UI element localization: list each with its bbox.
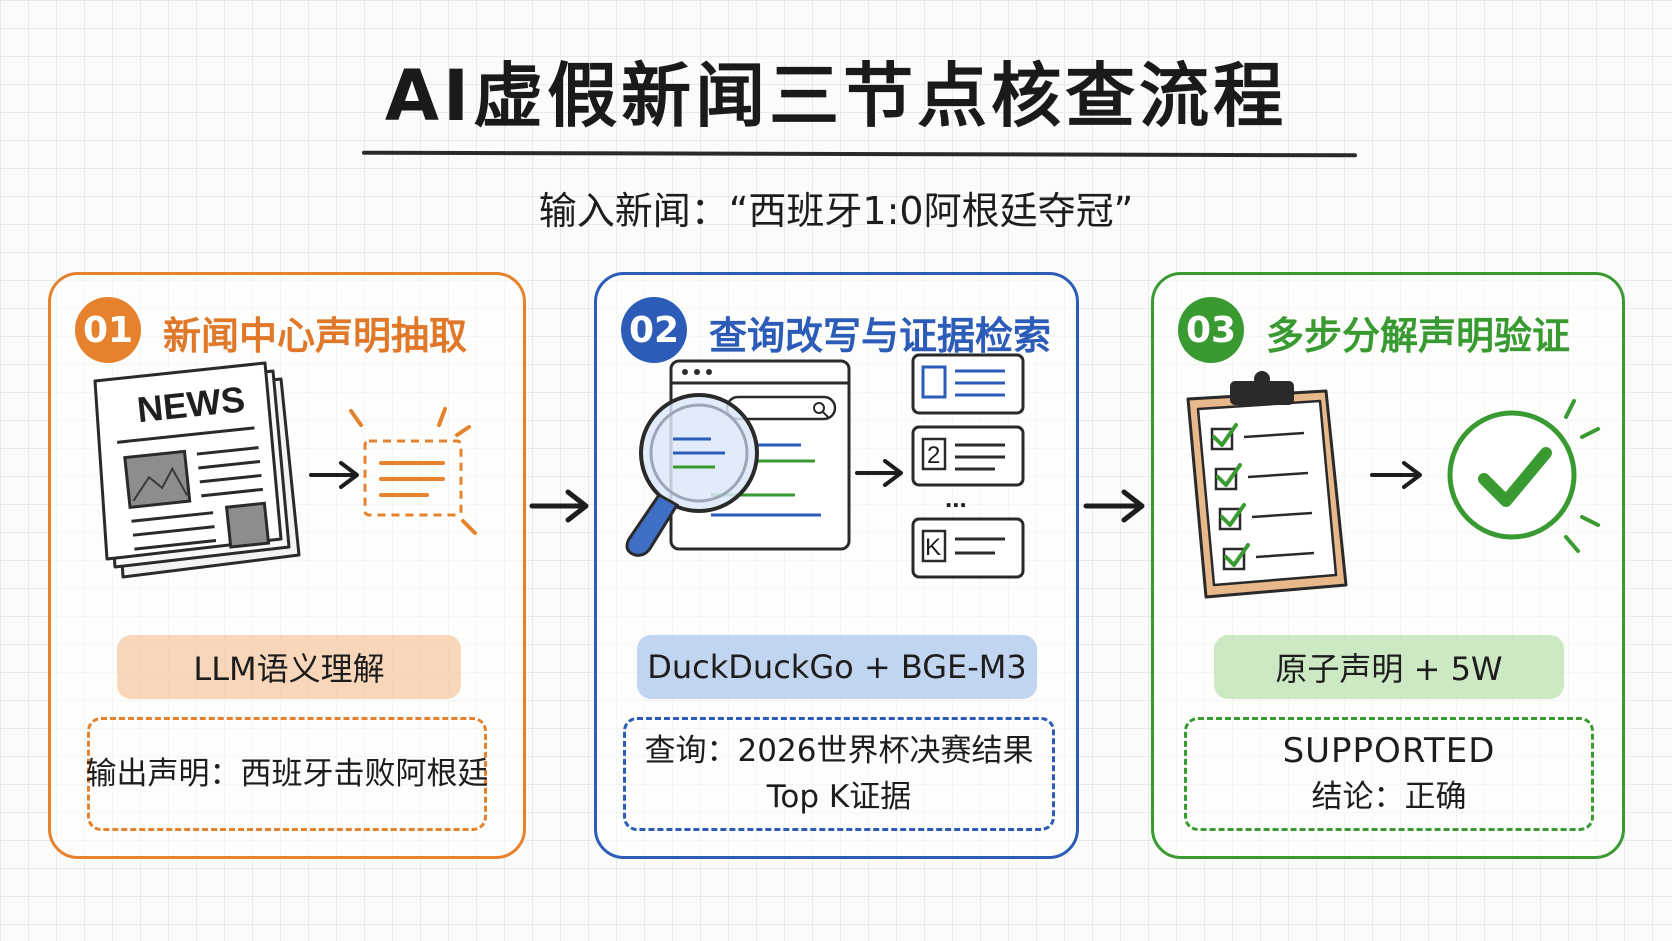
method-label: LLM语义理解 — [117, 635, 461, 699]
output-line: 查询：2026世界杯决赛结果 — [644, 733, 1034, 769]
output-box: SUPPORTED 结论：正确 — [1184, 717, 1594, 831]
arrow-right-icon — [309, 461, 359, 489]
input-news: 输入新闻：“西班牙1:0阿根廷夺冠” — [538, 189, 1134, 233]
method-label: DuckDuckGo + BGE-M3 — [637, 635, 1037, 699]
arrow-connector-icon — [529, 489, 589, 523]
step-title: 新闻中心声明抽取 — [163, 314, 468, 358]
output-box: 输出声明：西班牙击败阿根廷 — [85, 717, 489, 831]
extracted-claim-icon — [349, 407, 477, 535]
newspaper-icon: NEWS — [93, 361, 301, 579]
arrow-connector-icon — [1083, 489, 1145, 523]
step-panel-retrieval: 02 查询改写与证据检索 2 ... — [594, 272, 1079, 859]
doc-label: 2 — [927, 442, 940, 469]
step-title: 多步分解声明验证 — [1266, 314, 1571, 358]
output-line: 输出声明：西班牙击败阿根廷 — [85, 756, 489, 792]
step-number: 03 — [1178, 297, 1244, 363]
magnifier-browser-icon — [625, 359, 851, 557]
doc-ellipsis: ... — [945, 483, 967, 513]
step-number: 02 — [621, 297, 687, 363]
verdict-label: SUPPORTED — [1282, 731, 1496, 771]
page-title: AI虚假新闻三节点核查流程 — [384, 55, 1288, 137]
doc-label: K — [925, 534, 941, 561]
clipboard-checklist-icon — [1186, 371, 1348, 599]
evidence-documents-icon: 2 ... K — [911, 353, 1025, 579]
title-underline — [361, 150, 1358, 158]
arrow-right-icon — [855, 459, 903, 487]
arrow-right-icon — [1370, 461, 1422, 489]
output-line: 结论：正确 — [1311, 779, 1467, 815]
step-number: 01 — [75, 297, 141, 363]
step-panel-extraction: 01 新闻中心声明抽取 NEWS — [48, 272, 526, 859]
method-label: 原子声明 + 5W — [1214, 635, 1564, 699]
output-line: Top K证据 — [766, 779, 912, 815]
check-circle-icon — [1447, 399, 1600, 553]
step-panel-verification: 03 多步分解声明验证 — [1151, 272, 1625, 859]
step-title: 查询改写与证据检索 — [709, 314, 1052, 358]
output-box: 查询：2026世界杯决赛结果 Top K证据 — [623, 717, 1055, 831]
